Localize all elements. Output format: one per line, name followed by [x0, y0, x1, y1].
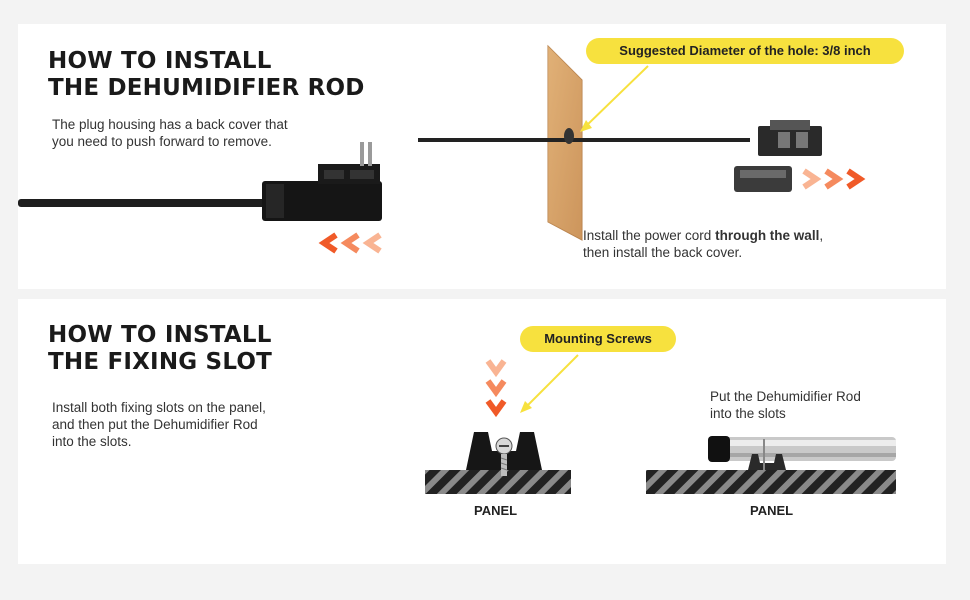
- rod-note-line-2: into the slots: [710, 406, 786, 421]
- description-line-2: and then put the Dehumidifier Rod: [52, 417, 258, 432]
- dehumidifier-rod: [708, 436, 896, 462]
- description-line-1: Install both fixing slots on the panel,: [52, 400, 266, 415]
- section-install-slot: HOW TO INSTALL THE FIXING SLOT Install b…: [18, 299, 946, 564]
- title-line-1: HOW TO INSTALL: [48, 48, 272, 74]
- section-description: Install both fixing slots on the panel, …: [52, 399, 266, 450]
- wall-install-instruction: Install the power cord through the wall,…: [583, 227, 823, 261]
- description-line-2: you need to push forward to remove.: [52, 134, 272, 149]
- description-line-3: into the slots.: [52, 434, 132, 449]
- push-direction-arrows: [318, 232, 382, 254]
- section-install-rod: HOW TO INSTALL THE DEHUMIDIFIER ROD The …: [18, 24, 946, 289]
- install-direction-arrows: [802, 168, 866, 190]
- instruction-text: Install the power cord: [583, 228, 716, 243]
- section-title: HOW TO INSTALL THE DEHUMIDIFIER ROD: [48, 48, 365, 102]
- rod-note-line-1: Put the Dehumidifier Rod: [710, 389, 861, 404]
- panel-left: [425, 470, 571, 494]
- rod-slot: [748, 439, 786, 470]
- power-cord: [18, 199, 268, 207]
- panel-label-left: PANEL: [474, 503, 518, 518]
- connector: [758, 120, 822, 156]
- screw-direction-arrows: [485, 359, 507, 418]
- rod-install-illustration: [18, 44, 866, 254]
- description-line-1: The plug housing has a back cover that: [52, 117, 288, 132]
- section-title: HOW TO INSTALL THE FIXING SLOT: [48, 322, 272, 376]
- callout-pointer: [523, 354, 579, 410]
- title-line-1: HOW TO INSTALL: [48, 322, 272, 348]
- screw-icon: [495, 437, 513, 476]
- rod-note: Put the Dehumidifier Rod into the slots: [710, 388, 861, 422]
- mounting-screws-callout: Mounting Screws: [520, 326, 676, 352]
- section-description: The plug housing has a back cover that y…: [52, 116, 288, 150]
- hole-diameter-callout: Suggested Diameter of the hole: 3/8 inch: [586, 38, 904, 64]
- title-line-2: THE DEHUMIDIFIER ROD: [48, 75, 365, 101]
- panel-label-right: PANEL: [750, 503, 794, 518]
- title-line-2: THE FIXING SLOT: [48, 349, 272, 375]
- plug-housing: [262, 142, 382, 221]
- callout-pointer: [583, 65, 649, 129]
- back-cover: [734, 166, 792, 192]
- instruction-punctuation: ,: [819, 228, 824, 243]
- cord-through-wall: [418, 138, 750, 142]
- instruction-line-2: then install the back cover.: [583, 245, 743, 260]
- panel-right: [646, 470, 896, 494]
- instruction-bold: through the wall: [715, 228, 820, 243]
- slot-install-illustration: [425, 354, 896, 494]
